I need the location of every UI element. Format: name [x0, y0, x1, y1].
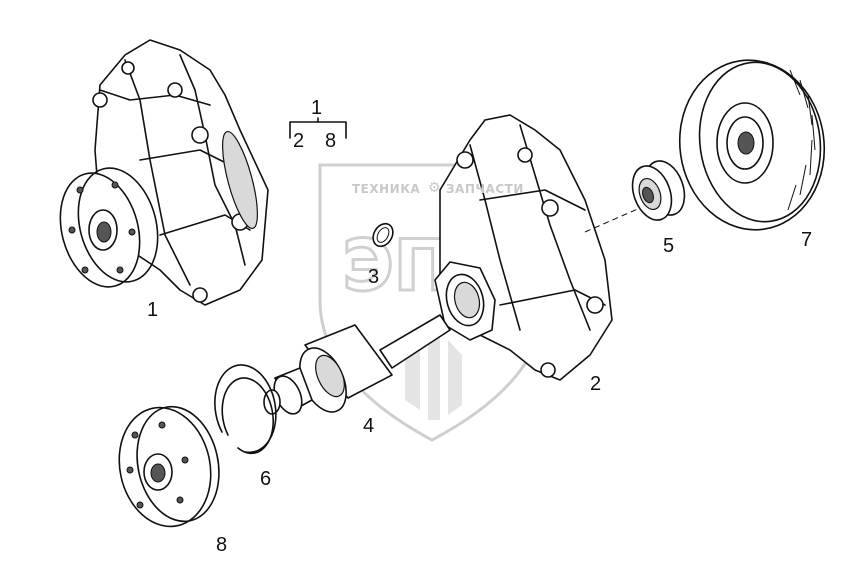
label-part-7: 7 — [801, 229, 813, 251]
label-part-1: 1 — [147, 299, 159, 321]
label-part-8: 8 — [216, 534, 228, 556]
gear-icon: ⚙ — [428, 180, 442, 196]
part-2-housing — [434, 114, 641, 381]
part-1-pump-assembly — [59, 39, 269, 306]
callout-assembly-number: 1 — [311, 97, 323, 119]
part-3-ring — [372, 222, 394, 248]
callout-sub-left: 2 — [293, 130, 305, 152]
part-5-seal — [631, 160, 686, 221]
watermark-right-word: ЗАПЧАСТИ — [446, 182, 524, 196]
watermark-left-word: ТЕХНИКА — [352, 182, 421, 196]
label-part-4: 4 — [363, 415, 375, 437]
label-part-6: 6 — [260, 468, 272, 490]
part-7-impeller — [678, 59, 826, 231]
label-part-3: 3 — [368, 266, 380, 288]
label-part-2: 2 — [590, 373, 602, 395]
part-6-snap-ring — [214, 364, 277, 455]
part-8-hub — [118, 405, 220, 528]
label-part-5: 5 — [663, 235, 675, 257]
callout-sub-right: 8 — [325, 130, 337, 152]
part-4-shaft-bearing — [263, 314, 451, 415]
assembly-callout-bracket — [289, 117, 347, 139]
